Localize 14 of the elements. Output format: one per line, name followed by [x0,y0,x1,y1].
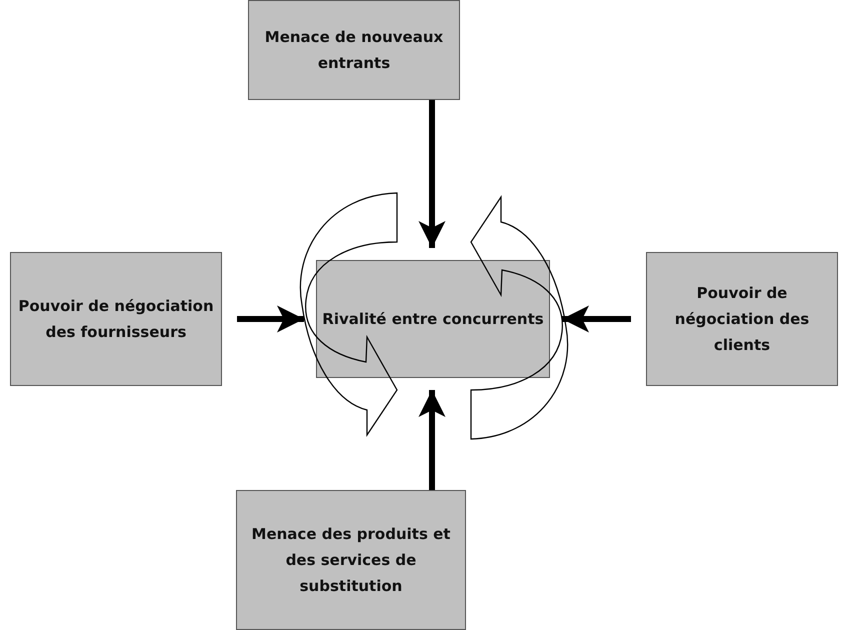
process-box [10,252,222,386]
box-label: Rivalité entre concurrents [322,308,544,330]
process-box [236,490,466,630]
box-label: Menace des produits et des services de substitution [250,524,452,598]
box-label: Menace de nouveaux entrants [264,26,444,74]
box-label: Pouvoir de négociation des clients [674,282,810,356]
arrow [418,100,446,248]
process-box [316,260,550,378]
process-box [248,0,460,100]
arrow [237,306,304,332]
process-box [646,252,838,386]
arrow [418,390,446,490]
arrow [562,306,631,332]
box-label: Pouvoir de négociation des fournisseurs [17,296,215,343]
